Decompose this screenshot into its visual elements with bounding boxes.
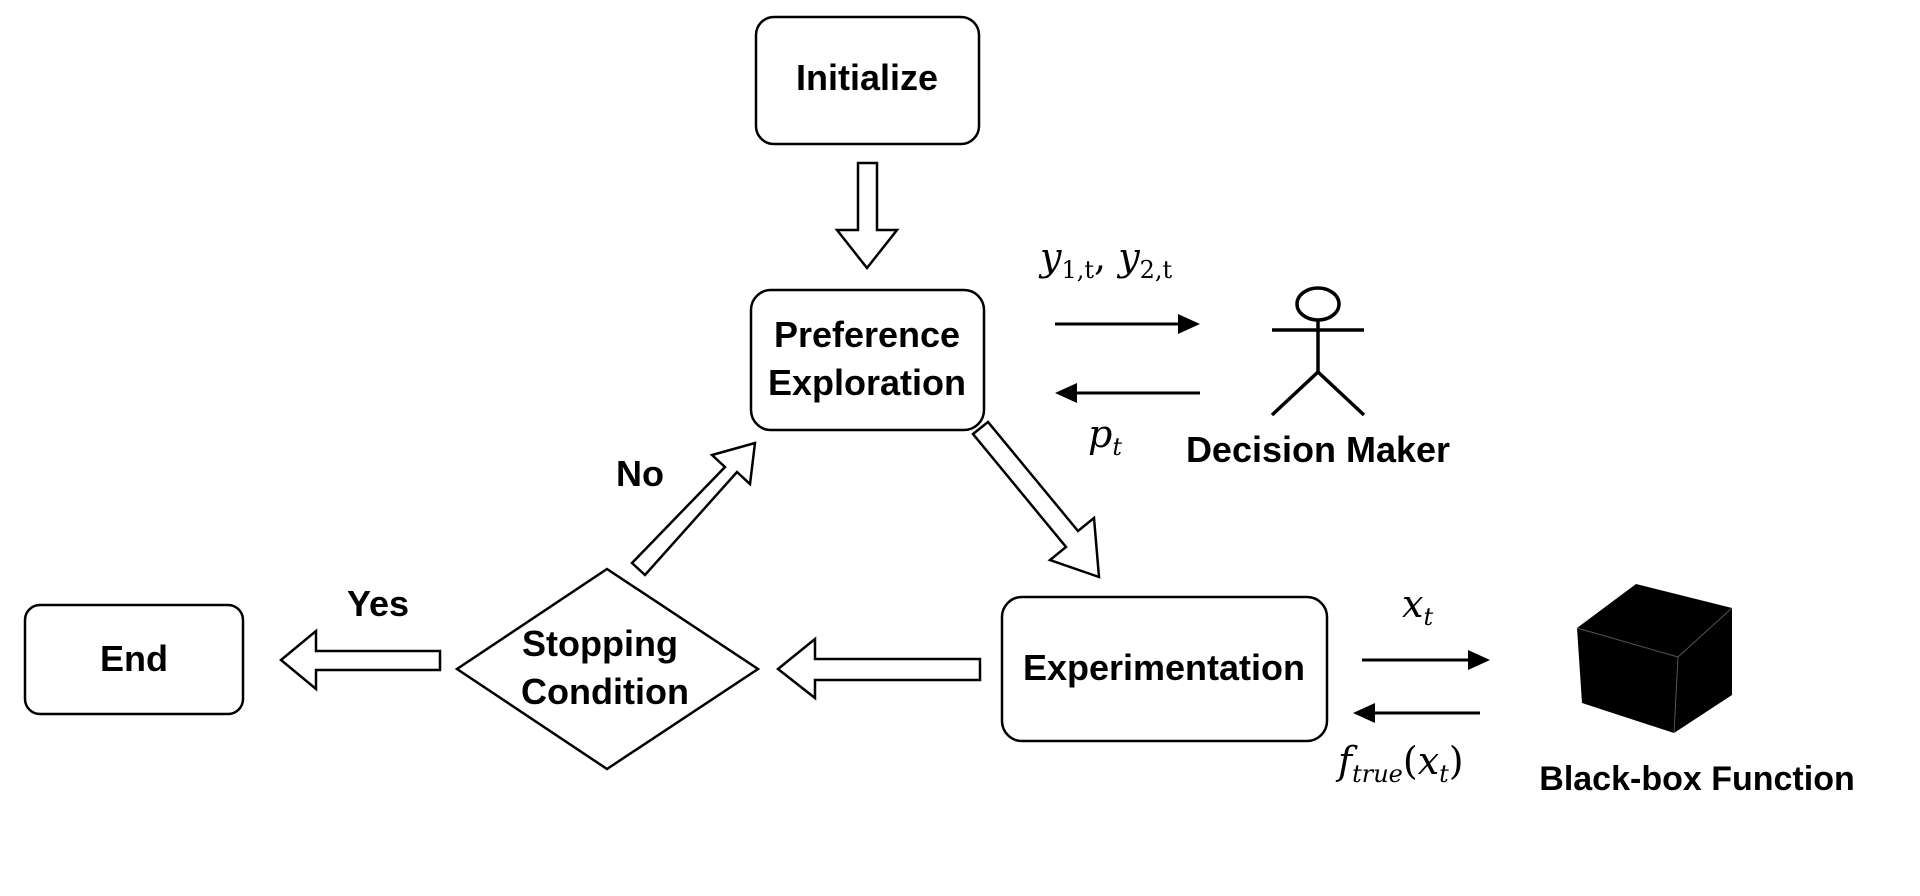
initialize-node: Initialize [754,15,981,146]
decision-maker-label: Decision Maker [1186,429,1450,470]
query-output-label: y1,t, y2,t [1038,235,1173,284]
experimentation-node: Experimentation [1000,595,1329,743]
arrow-from-decision-maker [1055,383,1200,403]
arrow-stopping-to-end-yes [279,628,442,692]
stopping-label-line1: Stopping [522,623,678,664]
arrow-experimentation-to-stopping [775,636,982,701]
arrow-to-black-box [1362,650,1490,670]
arrow-from-black-box [1353,703,1480,723]
design-input-label: xt [1402,582,1433,631]
no-label: No [616,453,664,494]
function-output-label: ftrue(xt) [1335,739,1464,788]
stopping-label-line2: Condition [521,671,689,712]
stopping-condition-node: Stopping Condition [454,567,761,771]
preference-feedback-label: pt [1088,412,1122,461]
experimentation-label: Experimentation [1023,647,1305,688]
arrow-initialize-to-preference [834,161,900,271]
preference-exploration-node: Preference Exploration [749,288,986,432]
black-box-function-label: Black-box Function [1539,760,1854,798]
preference-label-line2: Exploration [768,362,966,403]
preference-label-line1: Preference [774,314,960,355]
person-icon [1270,286,1366,417]
arrow-preference-to-experimentation [971,420,1101,579]
yes-label: Yes [347,583,409,624]
black-box-cube-icon [1576,584,1733,734]
initialize-label: Initialize [796,57,938,98]
arrow-to-decision-maker [1055,314,1200,334]
arrow-stopping-to-preference-no [630,441,757,577]
end-label: End [100,638,168,679]
end-node: End [23,603,245,716]
